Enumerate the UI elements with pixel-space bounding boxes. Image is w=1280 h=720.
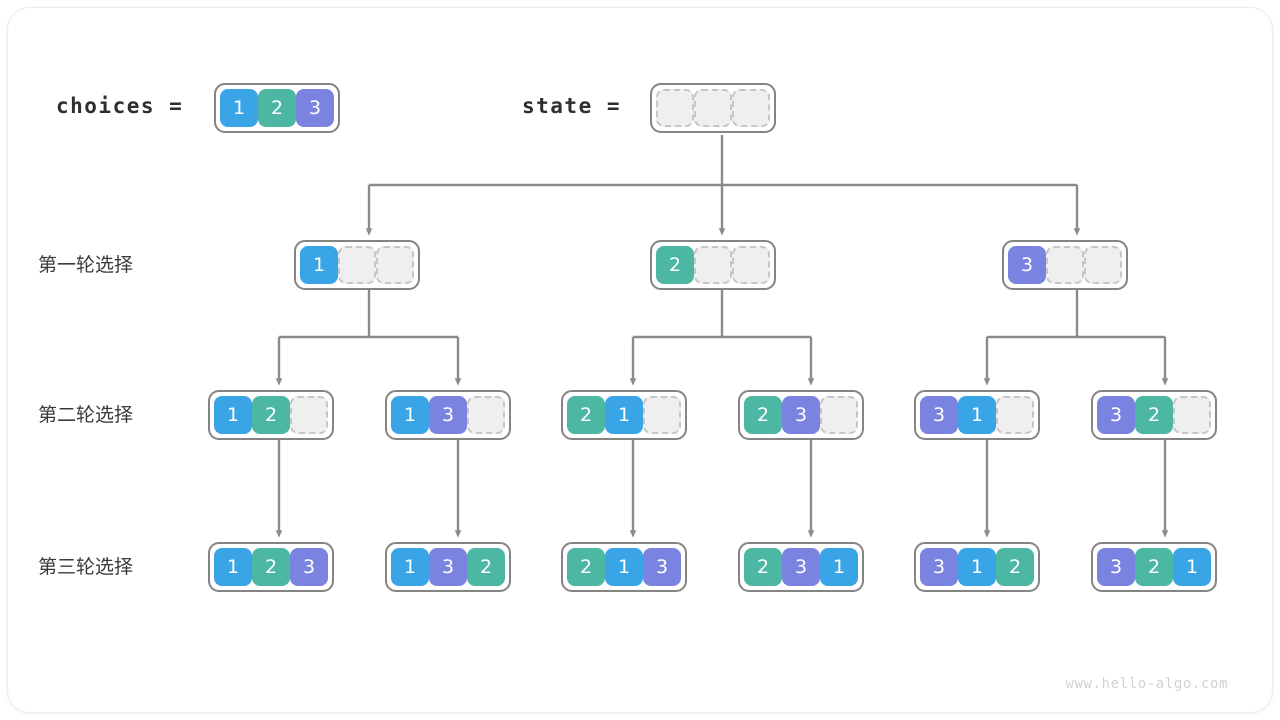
row-label-round-3: 第三轮选择 <box>38 556 134 578</box>
round-1-node-1-cell-0: 1 <box>300 246 338 284</box>
row-label-round-1: 第一轮选择 <box>38 254 134 276</box>
choices-cell-1: 2 <box>258 89 296 127</box>
round-2-node-3-cell-2 <box>643 396 681 434</box>
round-2-node-6-cell-2 <box>1173 396 1211 434</box>
round-1-node-1-cell-1 <box>338 246 376 284</box>
round-3-node-3-cell-2: 3 <box>643 548 681 586</box>
round-3-node-3-cell-0: 2 <box>567 548 605 586</box>
round-1-node-3: 3 <box>1002 240 1128 290</box>
round-2-node-6-cell-0: 3 <box>1097 396 1135 434</box>
round-2-node-3-cell-1: 1 <box>605 396 643 434</box>
round-1-node-2: 2 <box>650 240 776 290</box>
round-3-node-3-cell-1: 1 <box>605 548 643 586</box>
round-3-node-6-cell-1: 2 <box>1135 548 1173 586</box>
round-3-node-4-cell-0: 2 <box>744 548 782 586</box>
state-array <box>650 83 776 133</box>
state-cell-0 <box>656 89 694 127</box>
round-1-node-2-cell-2 <box>732 246 770 284</box>
round-2-node-2-cell-1: 3 <box>429 396 467 434</box>
round-2-node-4-cell-1: 3 <box>782 396 820 434</box>
round-2-node-1-cell-2 <box>290 396 328 434</box>
round-3-node-2-cell-2: 2 <box>467 548 505 586</box>
round-2-node-6-cell-1: 2 <box>1135 396 1173 434</box>
round-1-node-2-cell-0: 2 <box>656 246 694 284</box>
round-2-node-2-cell-2 <box>467 396 505 434</box>
round-1-node-3-cell-0: 3 <box>1008 246 1046 284</box>
round-3-node-5-cell-0: 3 <box>920 548 958 586</box>
round-2-node-5-cell-2 <box>996 396 1034 434</box>
state-cell-2 <box>732 89 770 127</box>
round-2-node-4-cell-0: 2 <box>744 396 782 434</box>
row-label-round-2: 第二轮选择 <box>38 404 134 426</box>
round-2-node-5-cell-1: 1 <box>958 396 996 434</box>
choices-label: choices = <box>56 94 184 118</box>
round-1-node-1: 1 <box>294 240 420 290</box>
state-label: state = <box>522 94 622 118</box>
round-2-node-5-cell-0: 3 <box>920 396 958 434</box>
round-3-node-1-cell-0: 1 <box>214 548 252 586</box>
round-2-node-1-cell-1: 2 <box>252 396 290 434</box>
round-1-node-3-cell-2 <box>1084 246 1122 284</box>
round-2-node-1-cell-0: 1 <box>214 396 252 434</box>
round-1-node-2-cell-1 <box>694 246 732 284</box>
round-3-node-1-cell-1: 2 <box>252 548 290 586</box>
round-3-node-6-cell-0: 3 <box>1097 548 1135 586</box>
round-2-node-3-cell-0: 2 <box>567 396 605 434</box>
state-cell-1 <box>694 89 732 127</box>
round-2-node-4-cell-2 <box>820 396 858 434</box>
round-3-node-2-cell-1: 3 <box>429 548 467 586</box>
round-1-node-1-cell-2 <box>376 246 414 284</box>
round-3-node-1-cell-2: 3 <box>290 548 328 586</box>
watermark: www.hello-algo.com <box>1065 676 1228 692</box>
round-3-node-5-cell-1: 1 <box>958 548 996 586</box>
round-3-node-4-cell-1: 3 <box>782 548 820 586</box>
card-frame <box>8 8 1272 712</box>
round-3-node-4-cell-2: 1 <box>820 548 858 586</box>
choices-cell-2: 3 <box>296 89 334 127</box>
round-3-node-2-cell-0: 1 <box>391 548 429 586</box>
round-1-node-3-cell-1 <box>1046 246 1084 284</box>
round-3-node-6-cell-2: 1 <box>1173 548 1211 586</box>
round-3-node-5-cell-2: 2 <box>996 548 1034 586</box>
round-2-node-2-cell-0: 1 <box>391 396 429 434</box>
choices-cell-0: 1 <box>220 89 258 127</box>
